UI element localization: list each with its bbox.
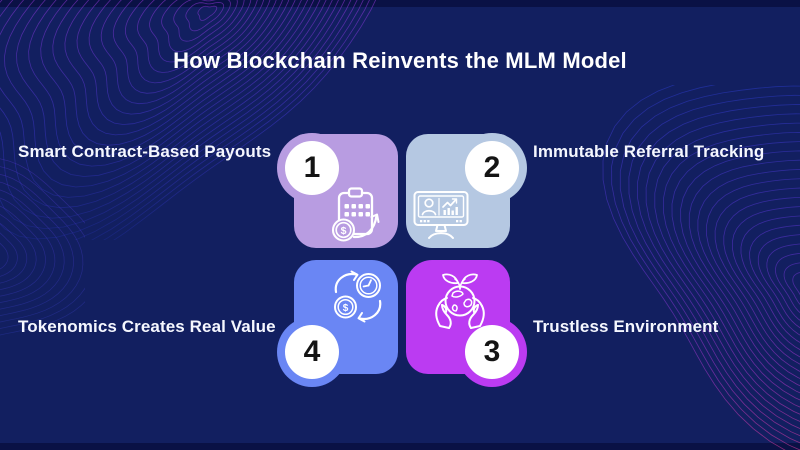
- step-number-2: 2: [483, 151, 501, 184]
- step-number-badge-3: 3: [465, 325, 519, 379]
- step-number-3: 3: [483, 335, 501, 368]
- quadrant-4-label: Tokenomics Creates Real Value: [18, 317, 276, 336]
- svg-text:$: $: [343, 303, 349, 314]
- bottom-edge-band: [0, 443, 800, 450]
- step-number-badge-2: 2: [465, 141, 519, 195]
- clipboard-dollar-payout-icon: $: [331, 187, 380, 242]
- monitor-analytics-icon: [413, 191, 469, 239]
- money-time-exchange-icon: $: [334, 270, 382, 323]
- quadrant-2-label: Immutable Referral Tracking: [533, 142, 765, 161]
- page-title: How Blockchain Reinvents the MLM Model: [173, 48, 627, 73]
- step-number-1: 1: [303, 151, 321, 184]
- right-contour-swirl-decoration: [602, 85, 800, 450]
- svg-text:$: $: [341, 225, 347, 237]
- step-number-4: 4: [303, 335, 321, 368]
- quadrant-3-label: Trustless Environment: [533, 317, 719, 336]
- quadrant-1-label: Smart Contract-Based Payouts: [18, 142, 272, 161]
- step-number-badge-4: 4: [285, 325, 339, 379]
- top-edge-band: [0, 0, 800, 7]
- hands-holding-globe-icon: [435, 273, 485, 329]
- step-number-badge-1: 1: [285, 141, 339, 195]
